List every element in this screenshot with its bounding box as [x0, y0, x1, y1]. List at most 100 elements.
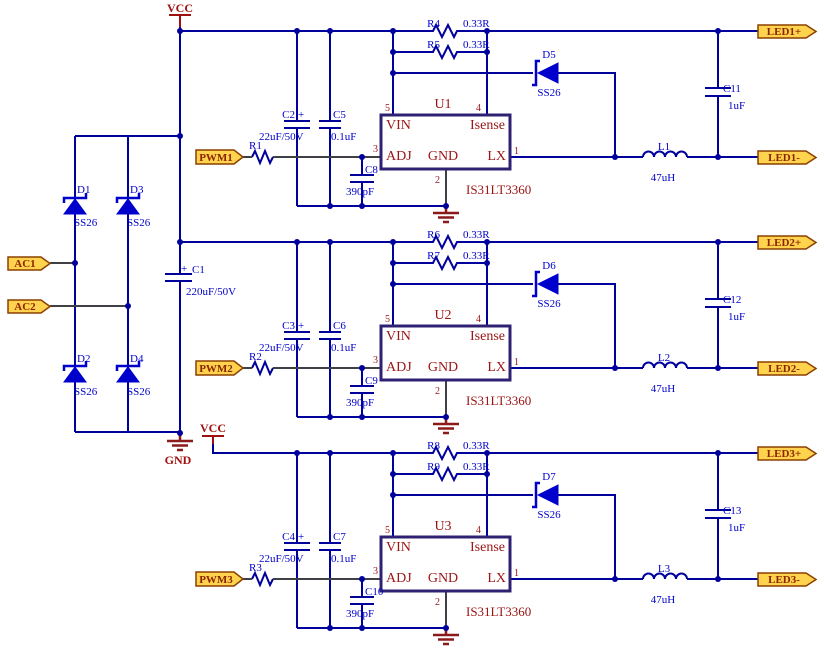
d1-cathode-bar — [62, 193, 88, 203]
led-neg-port-label: LED3- — [768, 574, 800, 586]
pin-isense-label: Isense — [470, 329, 505, 344]
c-byp-ref: C5 — [333, 109, 346, 121]
r-sense-a-ref: R6 — [427, 229, 440, 241]
pin-num-5: 5 — [385, 103, 390, 114]
c-out-value: 1uF — [728, 100, 745, 112]
pin-num-1: 1 — [514, 146, 519, 157]
ac2-port-label: AC2 — [14, 301, 36, 313]
pin-num-4: 4 — [476, 314, 481, 325]
c-byp-value: 0.1uF — [331, 342, 356, 354]
ic-part-number: IS31LT3360 — [466, 393, 531, 408]
channel-1-labels: R4 0.33R R5 0.33R D5 SS26 C2 + 22uF/50V … — [199, 18, 801, 198]
d3-ref: D3 — [130, 184, 144, 196]
c-in-ref: C4 — [282, 531, 295, 543]
led-pos-port-label: LED2+ — [767, 237, 801, 249]
freewheel-diode-ref: D6 — [542, 260, 556, 272]
c-adj-value: 390pF — [346, 186, 374, 198]
c-adj-ref: C10 — [365, 586, 384, 598]
pin-gnd-label: GND — [428, 149, 458, 164]
input-junction-dots — [72, 28, 183, 436]
r-sense-b-ref: R9 — [427, 461, 440, 473]
c-out-ref: C11 — [723, 83, 741, 95]
inductor-ref: L1 — [658, 141, 670, 153]
pin-num-1: 1 — [514, 357, 519, 368]
c-byp-ref: C7 — [333, 531, 346, 543]
ac1-port-shape[interactable] — [7, 256, 52, 271]
inductor-ref: L3 — [658, 563, 671, 575]
c-out-ref: C12 — [723, 294, 741, 306]
ac-wires — [50, 262, 128, 307]
r-sense-b-ref: R7 — [427, 250, 440, 262]
ic-part-number: IS31LT3360 — [466, 604, 531, 619]
pwm-port-label: PWM3 — [199, 574, 233, 586]
c-in-value: 22uF/50V — [259, 553, 304, 565]
bridge-diode-d4[interactable] — [115, 361, 141, 383]
vcc-symbols — [169, 14, 224, 444]
bridge-diode-d3[interactable] — [115, 193, 141, 215]
freewheel-diode-value: SS26 — [537, 509, 561, 521]
channel-2-labels: R6 0.33R R7 0.33R D6 SS26 C3 + 22uF/50V … — [199, 229, 801, 409]
c-in-value: 22uF/50V — [259, 342, 304, 354]
c-adj-value: 390pF — [346, 397, 374, 409]
c-in-ref: C2 — [282, 109, 295, 121]
d3-cathode-bar — [115, 193, 141, 203]
pin-adj-label: ADJ — [386, 571, 412, 586]
c-byp-value: 0.1uF — [331, 553, 356, 565]
pin-num-2: 2 — [435, 597, 440, 608]
pin-lx-label: LX — [487, 360, 506, 375]
bridge-diode-d2[interactable] — [62, 361, 88, 383]
c-in-plus-sign: + — [298, 531, 304, 543]
r-sense-b-value: 0.33R — [463, 39, 490, 51]
freewheel-diode-ref: D5 — [542, 49, 556, 61]
r-in-ref: R2 — [249, 351, 262, 363]
pin-lx-label: LX — [487, 571, 506, 586]
led-neg-port-label: LED1- — [768, 152, 800, 164]
channel-3-labels: R8 0.33R R9 0.33R D7 SS26 C4 + 22uF/50V … — [199, 440, 801, 620]
r-sense-a-value: 0.33R — [463, 440, 490, 452]
pin-gnd-label: GND — [428, 360, 458, 375]
pin-num-3: 3 — [373, 144, 378, 155]
d3-value: SS26 — [127, 217, 151, 229]
ac2-port-shape[interactable] — [7, 299, 52, 314]
freewheel-diode-value: SS26 — [537, 298, 561, 310]
c-out-ref: C13 — [723, 505, 742, 517]
d4-symbol — [116, 366, 140, 383]
pin-adj-label: ADJ — [386, 360, 412, 375]
pin-isense-label: Isense — [470, 540, 505, 555]
c-in-value: 22uF/50V — [259, 131, 304, 143]
r-sense-a-ref: R8 — [427, 440, 440, 452]
pin-vin-label: VIN — [386, 540, 411, 555]
inductor-value: 47uH — [651, 172, 676, 184]
d2-symbol — [63, 366, 87, 383]
input-section: VCC VCC GND AC1 AC2 D1 SS26 D3 SS26 D2 S… — [7, 1, 250, 467]
pin-num-3: 3 — [373, 566, 378, 577]
c-byp-ref: C6 — [333, 320, 346, 332]
c-in-ref: C3 — [282, 320, 295, 332]
c1-plus-sign: + — [181, 263, 187, 275]
gnd-label: GND — [165, 453, 192, 467]
c1-value: 220uF/50V — [186, 286, 236, 298]
pwm-port-label: PWM1 — [199, 152, 233, 164]
pin-num-2: 2 — [435, 175, 440, 186]
r-sense-a-value: 0.33R — [463, 229, 490, 241]
pin-num-3: 3 — [373, 355, 378, 366]
r-in-ref: R3 — [249, 562, 262, 574]
freewheel-diode-value: SS26 — [537, 87, 561, 99]
d2-cathode-bar — [62, 361, 88, 371]
pin-num-4: 4 — [476, 525, 481, 536]
r-sense-b-ref: R5 — [427, 39, 440, 51]
inductor-value: 47uH — [651, 594, 676, 606]
freewheel-diode-ref: D7 — [542, 471, 556, 483]
pin-num-1: 1 — [514, 568, 519, 579]
ac1-port-label: AC1 — [14, 258, 35, 270]
pin-num-5: 5 — [385, 314, 390, 325]
c-adj-value: 390pF — [346, 608, 374, 620]
vcc-top-label: VCC — [167, 1, 193, 15]
bridge-diode-d1[interactable] — [62, 193, 88, 215]
c-in-plus-sign: + — [298, 320, 304, 332]
d4-ref: D4 — [130, 353, 144, 365]
pin-adj-label: ADJ — [386, 149, 412, 164]
pin-lx-label: LX — [487, 149, 506, 164]
d4-cathode-bar — [115, 361, 141, 371]
